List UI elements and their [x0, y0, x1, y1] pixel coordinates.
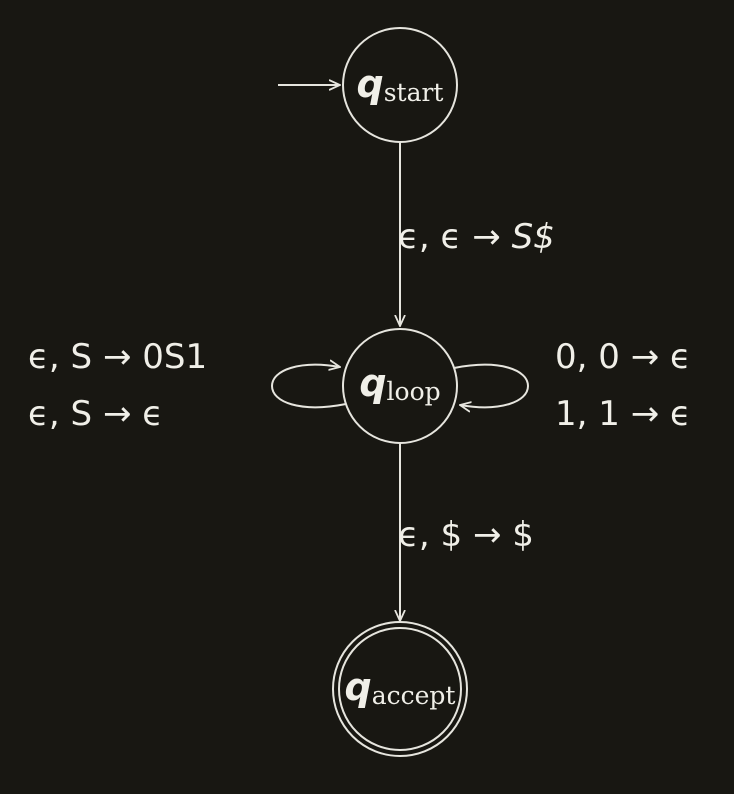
state-loop-symbol: q — [359, 361, 386, 405]
state-start-subscript: start — [384, 78, 444, 107]
state-loop-label: qloop — [359, 361, 440, 406]
edge-start-to-loop-arrow: → — [472, 217, 501, 257]
edge-loop-to-accept-input: ϵ, $ — [398, 515, 462, 555]
self-loop-left-label-2: ϵ, S → ϵ — [28, 394, 163, 434]
state-accept-inner-circle — [338, 627, 462, 751]
self-loop-left-input-2: ϵ, S — [28, 394, 92, 434]
edge-loop-to-accept-label: ϵ, $ → $ — [398, 515, 534, 555]
self-loop-right-arrow-1: → — [631, 337, 660, 377]
self-loop-right-input-2: 1, 1 — [555, 394, 620, 434]
self-loop-left-label-1: ϵ, S → 0S1 — [28, 337, 207, 377]
self-loop-left-input-1: ϵ, S — [28, 337, 92, 377]
self-loop-right-label-1: 0, 0 → ϵ — [555, 337, 691, 377]
state-start-label: qstart — [357, 62, 444, 107]
edge-start-to-loop-label: ϵ, ϵ → S$ — [398, 217, 555, 257]
state-accept-subscript: accept — [372, 681, 456, 710]
self-loop-left-arrow-1: → — [103, 337, 132, 377]
self-loop-right-input-1: 0, 0 — [555, 337, 620, 377]
self-loop-right-arrow-2: → — [631, 394, 660, 434]
edge-start-to-loop-push: S$ — [512, 217, 555, 257]
self-loop-right — [453, 363, 530, 408]
edge-start-to-loop-input: ϵ, ϵ — [398, 217, 461, 257]
state-accept-outer-circle — [332, 621, 468, 757]
self-loop-right-push-2: ϵ — [670, 394, 691, 434]
self-loop-right-push-1: ϵ — [670, 337, 691, 377]
self-loop-left-push-1: 0S1 — [142, 337, 207, 377]
edge-loop-to-accept-push: $ — [512, 515, 534, 555]
state-start-symbol: q — [357, 62, 384, 106]
self-loop-left-arrow-2: → — [103, 394, 132, 434]
self-loop-right-label-2: 1, 1 → ϵ — [555, 394, 691, 434]
self-loop-left — [270, 365, 347, 409]
state-accept-label: qaccept — [345, 665, 456, 710]
self-loop-left-push-2: ϵ — [142, 394, 163, 434]
state-accept-symbol: q — [345, 665, 372, 709]
state-loop-subscript: loop — [387, 377, 441, 406]
edge-loop-to-accept-arrow: → — [473, 515, 502, 555]
